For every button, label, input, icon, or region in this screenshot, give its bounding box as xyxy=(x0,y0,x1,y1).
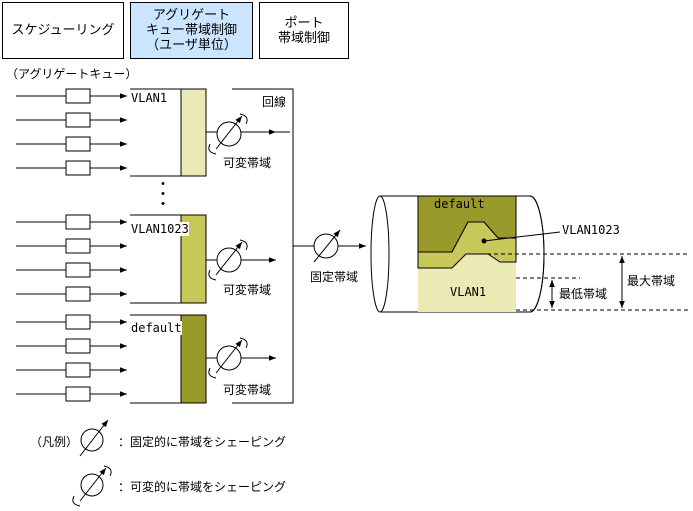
tab-aggregate-line1: アグリゲート xyxy=(152,8,231,23)
queue-row xyxy=(16,262,127,278)
legend-fixed-icon xyxy=(79,419,109,457)
legend-variable-icon xyxy=(72,465,112,507)
queue-row xyxy=(16,362,127,378)
variable-shaper-icon-3 xyxy=(208,337,248,379)
variable-bw-label-1: 可変帯域 xyxy=(223,156,272,170)
queue-row xyxy=(16,314,127,330)
tab-aggregate-line3: （ユーザ単位） xyxy=(146,38,237,53)
pipe-default-label: default xyxy=(434,197,485,211)
legend-title: （凡例） xyxy=(30,435,79,449)
aggregate-queue-label: （アグリゲートキュー） xyxy=(6,67,138,81)
queue-row xyxy=(16,338,127,354)
vlan1-bar xyxy=(180,88,207,177)
tab-port-line2: 帯域制御 xyxy=(277,30,330,46)
default-bar xyxy=(180,314,207,404)
queue-row xyxy=(16,160,127,176)
line-label: 回線 xyxy=(262,95,287,109)
max-bw-label: 最大帯域 xyxy=(627,274,676,288)
queue-row xyxy=(16,238,127,254)
pipe-vlan1-label: VLAN1 xyxy=(450,285,487,299)
variable-bw-label-2: 可変帯域 xyxy=(223,283,272,297)
queue-group-default xyxy=(16,314,276,404)
variable-shaper-icon-2 xyxy=(208,239,248,281)
fixed-shaper-icon xyxy=(313,229,341,263)
queue-row xyxy=(16,214,127,230)
queue-row xyxy=(16,88,127,104)
legend-variable-text: ：可変的に帯域をシェーピング xyxy=(118,480,287,494)
tab-aggregate-line2: キュー帯域制御 xyxy=(145,23,237,38)
legend-fixed-text: ：固定的に帯域をシェーピング xyxy=(118,435,287,449)
fixed-bw-label: 固定帯域 xyxy=(310,270,359,284)
variable-shaper-icon-1 xyxy=(208,113,248,155)
pipe-vlan1023-label: VLAN1023 xyxy=(562,223,620,237)
bandwidth-guides xyxy=(480,253,690,311)
queue-row xyxy=(16,112,127,128)
tab-port-bw[interactable]: ポート 帯域制御 xyxy=(259,2,349,59)
queue-group-vlan1023 xyxy=(16,214,276,304)
queue-row xyxy=(16,386,127,402)
ellipsis-dots: ・・・ xyxy=(156,177,170,213)
vlan1-label: VLAN1 xyxy=(131,91,168,105)
queue-group-vlan1 xyxy=(16,88,290,177)
tab-aggregate-queue-bw[interactable]: アグリゲート キュー帯域制御 （ユーザ単位） xyxy=(130,2,253,59)
queue-row xyxy=(16,286,127,302)
queue-row xyxy=(16,136,127,152)
min-bw-label: 最低帯域 xyxy=(559,287,608,301)
tab-scheduling-label: スケジューリング xyxy=(11,23,115,38)
variable-bw-label-3: 可変帯域 xyxy=(223,383,272,397)
tab-scheduling[interactable]: スケジューリング xyxy=(2,2,124,59)
default-label: default xyxy=(131,321,182,335)
vlan1023-label: VLAN1023 xyxy=(131,222,189,236)
tab-port-line1: ポート xyxy=(284,15,324,31)
